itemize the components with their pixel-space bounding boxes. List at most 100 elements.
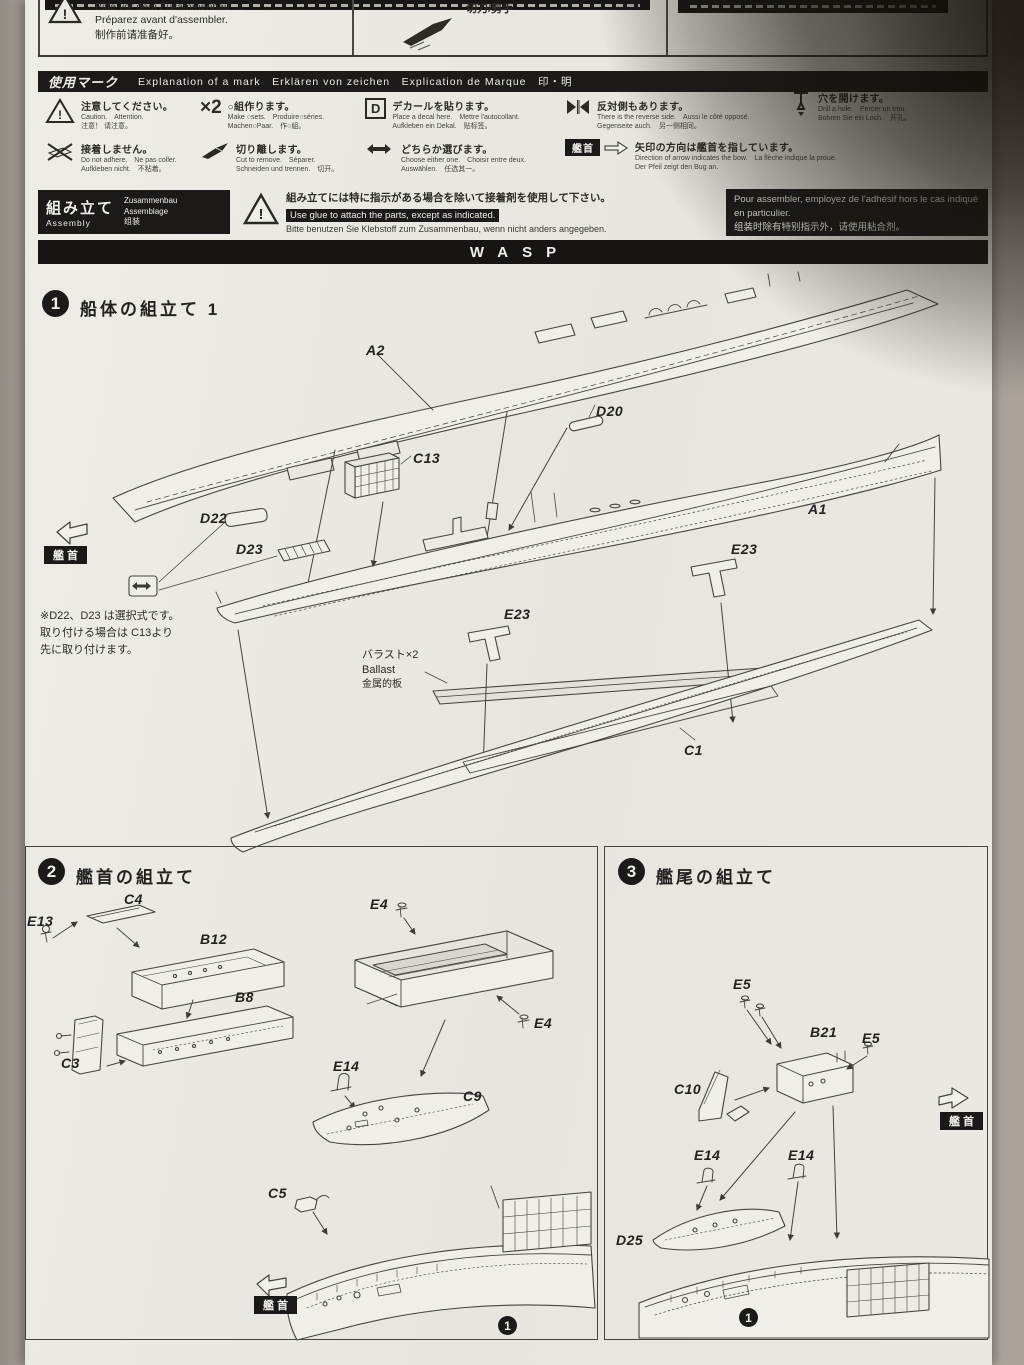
option-note-line3: 先に取り付けます。 xyxy=(40,644,138,657)
option-note: ※D22、D23 は選択式です。 取り付ける場合は C13より 先に取り付けます… xyxy=(40,608,180,659)
mark-header-langs: Explanation of a mark Erklären von zeich… xyxy=(138,76,573,88)
ballast-cn: 金属的板 xyxy=(362,678,402,690)
multiply-icon: ×2 xyxy=(200,97,222,118)
bow-direction-arrow-step2 xyxy=(256,1274,287,1297)
glue-note-jp: 組み立てには特に指示がある場合を除いて接着剤を使用して下さい。 xyxy=(286,192,611,204)
part-d23-shape xyxy=(277,539,331,562)
mark-caution: ! 注意してください。Caution. Attention.注意！ 请注意。 xyxy=(45,98,197,131)
table-border xyxy=(986,0,988,56)
section-divider xyxy=(38,55,988,57)
bow-arrow-icon: 艦首 xyxy=(565,139,629,156)
mark-sub: Bohren Sie ein Loch. 开孔。 xyxy=(818,115,911,123)
bow-label-step2: 艦首 xyxy=(254,1296,297,1314)
assembly-en: Assembly xyxy=(46,217,91,228)
part-label-e23-lower: E23 xyxy=(504,606,531,622)
part-e4-bottom-shape xyxy=(517,1014,530,1029)
glue-note-en: Use glue to attach the parts, except as … xyxy=(286,209,500,222)
mark-jp: 接着しません。 xyxy=(81,145,153,156)
bow-direction-arrow-step1 xyxy=(56,521,88,545)
svg-text:!: ! xyxy=(58,108,62,122)
tool-label: 切刀/剪手 xyxy=(466,3,514,15)
part-d25-shape xyxy=(652,1208,786,1251)
mark-header-jp: 使用マーク xyxy=(48,75,119,90)
part-label-c1: C1 xyxy=(684,742,703,758)
part-label-e4-top: E4 xyxy=(370,896,389,912)
part-label-c5: C5 xyxy=(268,1185,287,1201)
ballast-en: Ballast xyxy=(362,663,396,676)
part-label-c3: C3 xyxy=(61,1055,80,1071)
mark-sub: Make ○sets. Produire○séries. xyxy=(227,114,325,121)
choose-icon xyxy=(365,141,395,162)
mark-sub: Cut to remove. Séparer. xyxy=(236,157,316,164)
bow-hull-shape xyxy=(286,1185,596,1341)
mark-jp: デカールを貼ります。 xyxy=(392,102,495,113)
part-b21-shape xyxy=(776,1050,854,1104)
part-label-b21: B21 xyxy=(810,1024,838,1040)
ballast-jp: バラスト×2 xyxy=(362,649,419,661)
glue-note-de: Bitte benutzen Sie Klebstoff zum Zusamme… xyxy=(286,224,607,234)
mark-sub: Direction of arrow indicates the bow. La… xyxy=(635,155,837,162)
assembly-cn: 组装 xyxy=(124,217,141,227)
part-label-d25: D25 xyxy=(616,1232,644,1248)
table-border xyxy=(38,0,40,56)
glue-note-fr: Pour assembler, employez de l'adhésif ho… xyxy=(734,194,979,219)
part-label-e23-upper: E23 xyxy=(731,541,758,557)
mark-header-bar: 使用マーク Explanation of a mark Erklären von… xyxy=(38,71,988,92)
deck-frame-shape xyxy=(354,930,554,1008)
part-b8-shape xyxy=(116,1005,294,1067)
caution-icon-assembly: ! xyxy=(242,192,280,225)
mark-sub: Auswählen. 任选其一。 xyxy=(401,166,480,174)
part-label-a2: A2 xyxy=(366,342,385,358)
mark-jp: 反対側もあります。 xyxy=(597,102,689,113)
mark-sub: Aufkleben ein Dekal. 贴标签。 xyxy=(392,123,492,131)
bow-icon-label: 艦首 xyxy=(565,139,600,156)
mark-reverse-side: 反対側もあります。There is the reverse side. Auss… xyxy=(565,98,783,131)
mark-sub: Drill a hole. Percer un trou. xyxy=(818,106,907,113)
glue-notes: 組み立てには特に指示がある場合を除いて接着剤を使用して下さい。 Use glue… xyxy=(286,190,724,234)
svg-text:!: ! xyxy=(259,206,264,223)
prep-note-de: Bitte vor dem Zusammenbau … xyxy=(95,1,244,13)
bow-label-step1: 艦首 xyxy=(44,546,87,564)
mark-sub: Gegenseite auch. 另一侧相同。 xyxy=(597,123,701,131)
mark-jp: ○組作ります。 xyxy=(227,102,295,113)
part-c5-shape xyxy=(294,1195,330,1213)
part-label-e5-b: E5 xyxy=(862,1030,881,1046)
assembly-fr: Assemblage xyxy=(124,206,169,216)
mark-make-sets: ×2 ○組作ります。Make ○sets. Produire○séries.Ma… xyxy=(200,98,362,131)
mark-sub: Do not adhere. Ne pas coller. xyxy=(81,157,177,164)
cut-icon xyxy=(200,141,230,166)
part-c4-shape xyxy=(86,904,156,924)
mark-jp: どちらか選びます。 xyxy=(401,145,493,156)
no-adhere-icon xyxy=(45,141,75,168)
mark-jp: 切り離します。 xyxy=(236,145,308,156)
step3-footer-number: 1 xyxy=(739,1308,758,1327)
part-e14b-shape xyxy=(787,1163,807,1180)
part-label-e14-b: E14 xyxy=(788,1147,815,1163)
mark-jp: 穴を開けます。 xyxy=(818,94,890,105)
caution-icon: ! xyxy=(45,98,75,129)
table-border xyxy=(666,0,668,56)
ship-title: WASP xyxy=(469,243,571,261)
step2-footer-number: 1 xyxy=(498,1316,517,1335)
mark-sub: There is the reverse side. Aussi le côté… xyxy=(597,114,750,121)
assembly-jp: 組み立て xyxy=(46,199,115,217)
part-label-e13: E13 xyxy=(27,913,54,929)
part-d22-shape xyxy=(224,507,268,528)
mark-sub: Place a decal here. Mettre l'autocollant… xyxy=(392,114,520,121)
hull-exploded-diagram xyxy=(56,271,942,853)
svg-text:!: ! xyxy=(63,6,68,22)
knife-sketch xyxy=(403,18,452,51)
part-label-c4: C4 xyxy=(124,891,143,907)
part-e14-shape xyxy=(330,1072,352,1092)
part-label-c10: C10 xyxy=(674,1081,702,1097)
mark-decal: D デカールを貼ります。Place a decal here. Mettre l… xyxy=(365,98,563,131)
option-note-line2: 取り付ける場合は C13より xyxy=(40,627,174,640)
part-c10-shape xyxy=(698,1069,750,1122)
part-c13-shape xyxy=(344,452,400,499)
part-label-b8: B8 xyxy=(235,989,254,1005)
mark-sub: Caution. Attention. xyxy=(81,114,144,121)
part-label-d22: D22 xyxy=(200,510,228,526)
bow-assembly-diagram xyxy=(40,902,596,1341)
